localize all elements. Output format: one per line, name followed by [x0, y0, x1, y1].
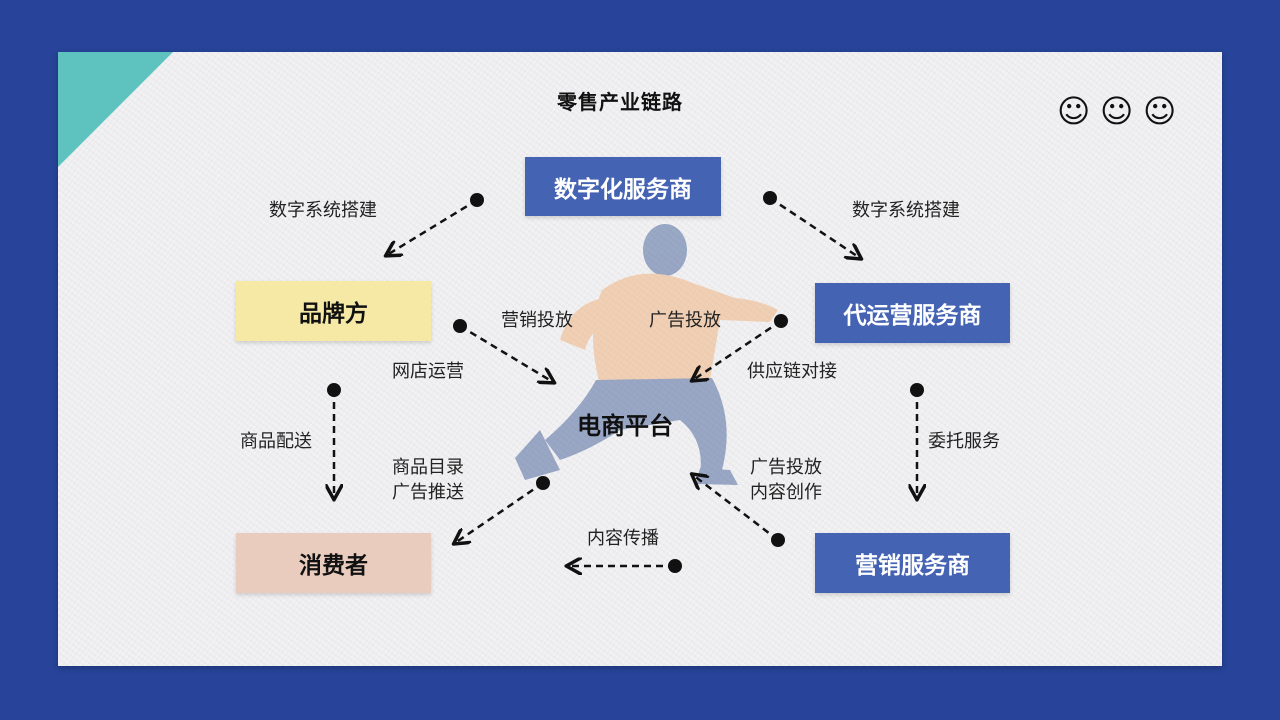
- edge-label-supply-chain: 供应链对接: [747, 361, 837, 382]
- arrow-marketing-to-platform: [693, 475, 779, 541]
- edge-label-product-catalog: 商品目录: [392, 457, 464, 478]
- arrow-operation-to-platform: [693, 319, 782, 380]
- arrow-start-dot: [668, 559, 682, 573]
- node-digital-provider: 数字化服务商: [525, 157, 721, 216]
- arrow-start-dot: [470, 193, 484, 207]
- edge-label-marketing-placement: 营销投放: [501, 310, 573, 331]
- edge-label-digital-to-brand: 数字系统搭建: [269, 200, 377, 221]
- edge-label-product-delivery: 商品配送: [240, 431, 312, 452]
- edge-label-content-spread: 内容传播: [587, 528, 659, 549]
- smiley-icon: ☺: [1143, 92, 1177, 130]
- edge-label-entrusted-service: 委托服务: [928, 431, 1000, 452]
- edge-label-store-operation: 网店运营: [392, 361, 464, 382]
- arrow-start-dot: [453, 319, 467, 333]
- arrow-start-dot: [536, 476, 550, 490]
- edge-label-ad-push: 广告推送: [392, 482, 464, 503]
- node-marketing-provider: 营销服务商: [815, 533, 1010, 593]
- arrow-start-dot: [763, 191, 777, 205]
- smiley-icon: ☺: [1100, 92, 1134, 130]
- arrow-platform-to-consumer: [455, 481, 544, 543]
- corner-decoration-top-left: [58, 52, 173, 167]
- corner-decoration-bottom-right: [1208, 645, 1222, 666]
- node-consumer: 消费者: [236, 533, 431, 593]
- arrow-start-dot: [774, 314, 788, 328]
- node-ecommerce-platform: 电商平台: [577, 412, 673, 440]
- edge-label-content-creation: 内容创作: [750, 482, 822, 503]
- arrow-brand-to-platform: [459, 324, 553, 382]
- edge-label-digital-to-operation: 数字系统搭建: [852, 200, 960, 221]
- arrow-start-dot: [910, 383, 924, 397]
- diagram-title: 零售产业链路: [557, 90, 683, 114]
- edge-label-ad-placement-2: 广告投放: [750, 457, 822, 478]
- arrow-start-dot: [327, 383, 341, 397]
- node-operation-provider: 代运营服务商: [815, 283, 1010, 343]
- node-brand: 品牌方: [236, 281, 431, 341]
- edge-label-ad-placement: 广告投放: [649, 310, 721, 331]
- arrow-digital-to-operation: [769, 196, 860, 258]
- smiley-icon: ☺: [1057, 92, 1091, 130]
- arrow-digital-to-brand: [387, 198, 478, 255]
- arrow-start-dot: [771, 533, 785, 547]
